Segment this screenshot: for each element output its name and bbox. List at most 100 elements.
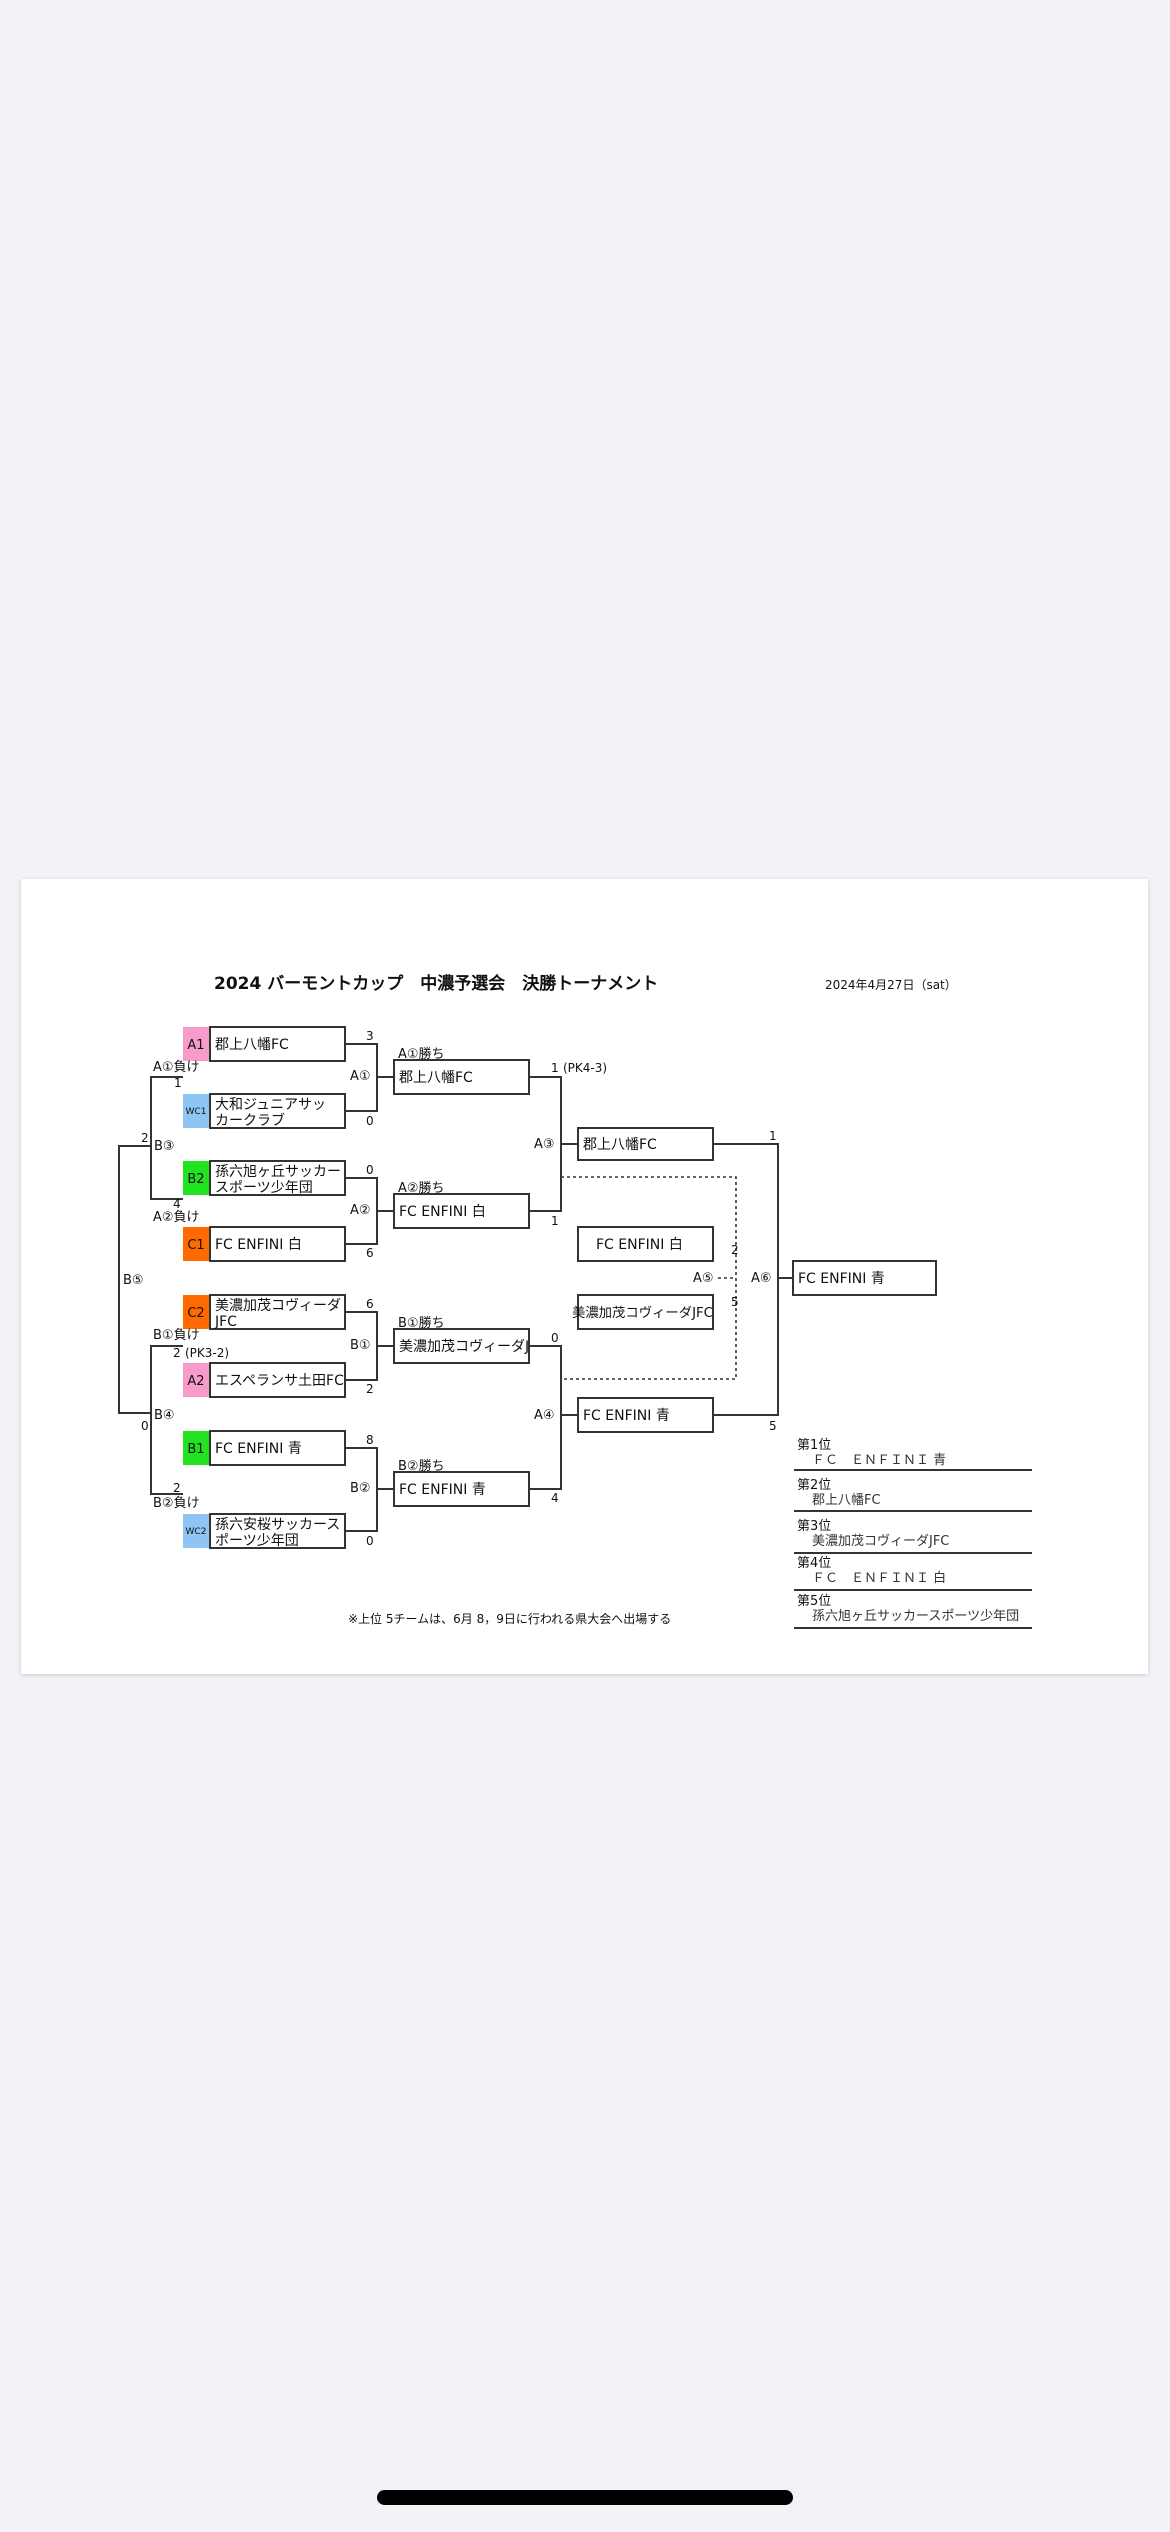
r3-team-playoff-bottom: 美濃加茂コヴィーダJFC	[572, 1305, 713, 1321]
seed-wc2: WC2	[183, 1514, 210, 1548]
seed-c2: C2	[183, 1295, 210, 1329]
seed-a1: A1	[183, 1027, 210, 1061]
r3-team-playoff-top: FC ENFINI 白	[596, 1237, 683, 1253]
score-a3-pk: (PK4-3)	[563, 1061, 607, 1075]
team-name-magoroku-anzakura-line2: ポーツ少年団	[215, 1533, 299, 1549]
team-box-magoroku-asahi-frame	[209, 1160, 346, 1196]
team-box-gujo-frame	[209, 1026, 346, 1062]
team-box-enfini-white: FC ENFINI 白	[209, 1226, 346, 1262]
bracket-line-b3	[150, 1076, 183, 1200]
score-b2-top: 8	[366, 1433, 374, 1447]
team-box-gujo: 郡上八幡FC	[209, 1026, 346, 1062]
score-a4-top: 0	[551, 1331, 559, 1345]
score-b5-bottom: 0	[141, 1419, 149, 1433]
bracket-line-a6	[713, 1143, 779, 1416]
ranking-place: 第3位	[797, 1519, 831, 1534]
ranking-team: ＦＣ ＥＮＦＩＮＩ 白	[812, 1570, 946, 1586]
r3-box-playoff-top: FC ENFINI 白	[577, 1226, 714, 1262]
team-box-esperanza-frame	[209, 1362, 346, 1398]
loser-label-b2: B②負け	[153, 1496, 200, 1511]
r3-box-a4-winner: FC ENFINI 青	[577, 1397, 714, 1433]
team-name-minokamo-line1: 美濃加茂コヴィーダ	[215, 1297, 341, 1314]
r2-box-b1-winner: 美濃加茂コヴィーダJ	[393, 1328, 530, 1364]
team-box-magoroku-asahi: 孫六旭ヶ丘サッカー スポーツ少年団	[209, 1160, 346, 1196]
score-a4-bottom: 4	[551, 1491, 559, 1505]
ranking-row: 第2位 郡上八幡FC	[794, 1478, 1032, 1512]
r2-box-b2-winner: FC ENFINI 青	[393, 1471, 530, 1507]
match-label-a5: A⑤	[693, 1271, 714, 1286]
r3-box-a4-winner-frame	[577, 1397, 714, 1433]
score-a5-bottom: 5	[731, 1295, 739, 1309]
r3-box-a3-winner: 郡上八幡FC	[577, 1127, 714, 1161]
match-label-a6: A⑥	[751, 1271, 772, 1286]
r2-label-a1-winner: A①勝ち	[398, 1047, 445, 1062]
ranking-row: 第3位 美濃加茂コヴィーダJFC	[794, 1519, 1032, 1554]
bracket-line-b5-join	[118, 1145, 151, 1414]
event-date: 2024年4月27日（sat）	[825, 978, 957, 992]
team-box-magoroku-anzakura-frame	[209, 1513, 346, 1549]
score-b4-pk: (PK3-2)	[185, 1346, 229, 1360]
team-box-minokamo-frame	[209, 1294, 346, 1330]
score-b2-bottom: 0	[366, 1534, 374, 1548]
seed-c1-color	[183, 1227, 210, 1261]
team-box-enfini-white-frame	[209, 1226, 346, 1262]
seed-wc2-label: WC2	[186, 1527, 207, 1537]
r2-box-b1-winner-frame	[393, 1328, 530, 1364]
final-winner-box: FC ENFINI 青	[792, 1260, 937, 1296]
ranking-row: 第5位 孫六旭ヶ丘サッカースポーツ少年団	[794, 1594, 1032, 1629]
loser-label-b1: B①負け	[153, 1328, 200, 1343]
score-a6-top: 1	[769, 1129, 777, 1143]
team-box-esperanza: エスペランサ土田FC	[209, 1362, 346, 1398]
ranking-table: 第1位 ＦＣ ＥＮＦＩＮＩ 青 第2位 郡上八幡FC 第3位 美濃加茂コヴィーダ…	[794, 1438, 1032, 1629]
seed-c2-color	[183, 1295, 210, 1329]
seed-b1-label: B1	[187, 1442, 204, 1457]
ranking-place: 第1位	[797, 1438, 831, 1453]
loser-label-a1: A①負け	[153, 1060, 200, 1075]
seed-b1-color	[183, 1431, 210, 1465]
team-name-enfini-white: FC ENFINI 白	[215, 1237, 302, 1253]
seed-b1: B1	[183, 1431, 210, 1465]
ranking-team: 美濃加茂コヴィーダJFC	[812, 1533, 949, 1549]
seed-a1-color	[183, 1027, 210, 1061]
team-name-enfini-blue: FC ENFINI 青	[215, 1441, 302, 1457]
home-indicator[interactable]	[377, 2490, 793, 2505]
score-a1-top: 3	[366, 1029, 374, 1043]
match-label-a4: A④	[534, 1408, 555, 1423]
footnote: ※上位 5チームは、6月 8，9日に行われる県大会へ出場する	[348, 1611, 671, 1626]
seed-c2-label: C2	[187, 1306, 204, 1321]
r2-label-b2-winner: B②勝ち	[398, 1459, 445, 1474]
r2-box-a2-winner-frame	[393, 1193, 530, 1229]
score-b1-bottom: 2	[366, 1382, 374, 1396]
team-name-yamato-line2: カークラブ	[215, 1112, 285, 1129]
ranking-team: ＦＣ ＥＮＦＩＮＩ 青	[812, 1453, 946, 1468]
match-label-a3: A③	[534, 1137, 555, 1152]
score-a2-bottom: 6	[366, 1246, 374, 1260]
team-name-gujo: 郡上八幡FC	[215, 1037, 289, 1053]
r2-box-a2-winner: FC ENFINI 白	[393, 1193, 530, 1229]
r3-box-playoff-bottom: 美濃加茂コヴィーダJFC	[572, 1294, 714, 1330]
r2-label-a2-winner: A②勝ち	[398, 1181, 445, 1196]
score-a3-top: 1	[551, 1061, 559, 1075]
r2-team-b1-winner: 美濃加茂コヴィーダJ	[399, 1338, 529, 1355]
score-b4-top: 2	[173, 1346, 181, 1360]
team-box-enfini-blue: FC ENFINI 青	[209, 1430, 346, 1466]
ranking-row: 第1位 ＦＣ ＥＮＦＩＮＩ 青	[794, 1438, 1032, 1471]
r3-box-a3-winner-frame	[577, 1127, 714, 1161]
ranking-place: 第5位	[797, 1594, 831, 1609]
team-box-yamato: 大和ジュニアサッ カークラブ	[209, 1093, 346, 1129]
score-a3-bottom: 1	[551, 1214, 559, 1228]
r3-team-a3-winner: 郡上八幡FC	[583, 1137, 657, 1153]
score-a5-top: 2	[731, 1243, 739, 1257]
dotted-line-a5-feed	[561, 1176, 737, 1380]
seed-c1: C1	[183, 1227, 210, 1261]
match-label-b1: B①	[350, 1338, 371, 1353]
tournament-document: 2024 バーモントカップ 中濃予選会 決勝トーナメント 2024年4月27日（…	[21, 879, 1148, 1674]
r2-box-a1-winner: 郡上八幡FC	[393, 1059, 530, 1095]
final-winner-frame	[792, 1260, 937, 1296]
seed-wc2-color	[183, 1514, 210, 1548]
seed-a2-color	[183, 1363, 210, 1397]
ranking-row: 第4位 ＦＣ ＥＮＦＩＮＩ 白	[794, 1556, 1032, 1591]
r2-label-b1-winner: B①勝ち	[398, 1316, 445, 1331]
r3-box-playoff-top-frame	[577, 1226, 714, 1262]
score-b3-top: 1	[174, 1076, 182, 1090]
